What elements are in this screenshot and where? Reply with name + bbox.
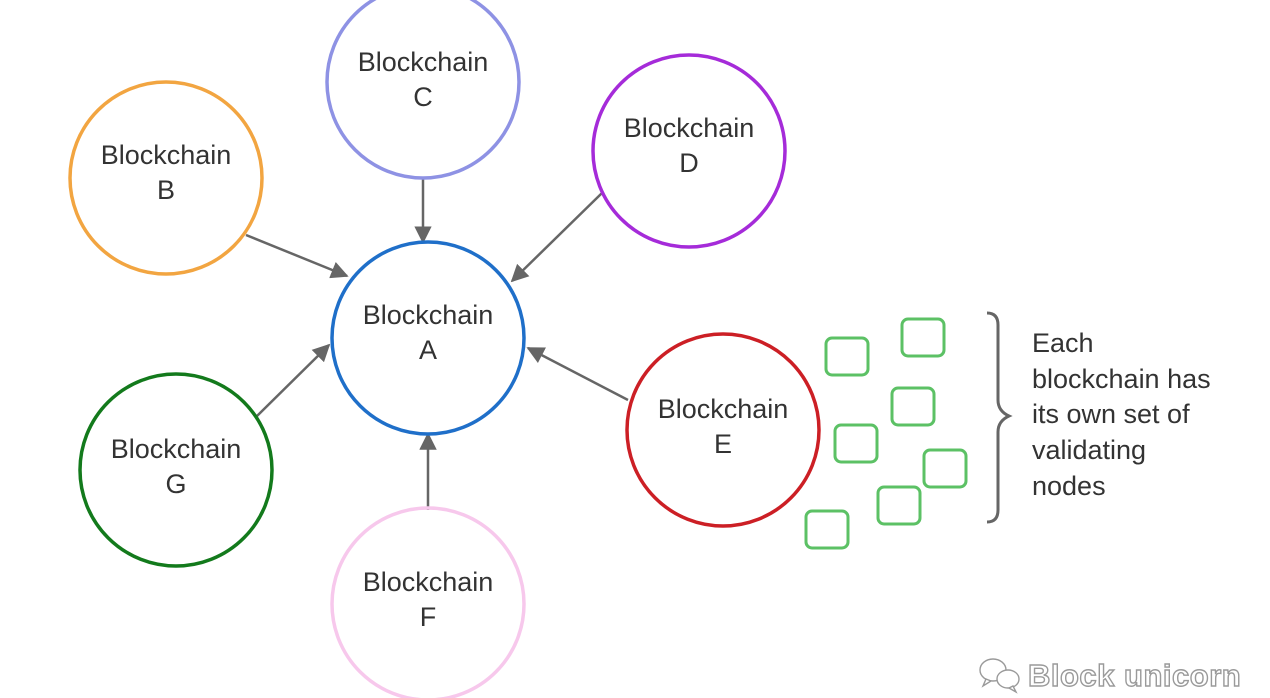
node-a-label-line1: Blockchain [363, 300, 494, 330]
watermark: Block unicorn [979, 657, 1241, 694]
node-c-label-line1: Blockchain [358, 47, 489, 77]
node-b-label-line1: Blockchain [101, 140, 232, 170]
nodes-group: Blockchain A Blockchain B Blockchain C B… [68, 0, 821, 698]
annotation-line-4: validating [1032, 435, 1146, 465]
node-d-label-line1: Blockchain [624, 113, 755, 143]
annotation-line-2: blockchain has [1032, 364, 1211, 394]
validator-node [890, 386, 936, 427]
node-blockchain-b[interactable]: Blockchain B [68, 80, 264, 276]
node-g-label-line1: Blockchain [111, 434, 242, 464]
node-e-label-line1: Blockchain [658, 394, 789, 424]
edge-g-to-a [256, 343, 331, 417]
validator-node [876, 485, 922, 526]
node-g-label-line2: G [165, 469, 186, 499]
validator-node [804, 509, 850, 550]
annotation-text: Each blockchain has its own set of valid… [1032, 328, 1211, 501]
node-b-circle [68, 80, 264, 276]
right-curly-brace [986, 311, 1013, 524]
node-e-label-line2: E [714, 429, 732, 459]
node-f-label-line1: Blockchain [363, 567, 494, 597]
node-a-label-line2: A [419, 335, 437, 365]
node-f-circle [330, 506, 526, 698]
edges-group [245, 178, 629, 510]
node-b-label-line2: B [157, 175, 175, 205]
node-d-label-line2: D [679, 148, 699, 178]
node-d-circle [591, 53, 787, 249]
node-blockchain-f[interactable]: Blockchain F [330, 506, 526, 698]
node-g-circle [78, 372, 274, 568]
node-blockchain-g[interactable]: Blockchain G [78, 372, 274, 568]
node-blockchain-c[interactable]: Blockchain C [325, 0, 521, 180]
validator-nodes-group [804, 317, 968, 550]
edge-d-to-a [510, 192, 603, 283]
annotation-line-5: nodes [1032, 471, 1106, 501]
annotation-line-3: its own set of [1032, 399, 1190, 429]
node-f-label-line2: F [420, 602, 437, 632]
node-blockchain-d[interactable]: Blockchain D [591, 53, 787, 249]
edge-e-to-a [526, 346, 629, 402]
node-e-circle [625, 332, 821, 528]
validator-node [922, 448, 968, 489]
node-blockchain-a[interactable]: Blockchain A [330, 240, 526, 436]
node-c-circle [325, 0, 521, 180]
watermark-text: Block unicorn [1028, 658, 1241, 693]
validator-node [824, 336, 870, 377]
node-a-circle [330, 240, 526, 436]
validator-node [833, 423, 879, 464]
validator-node [900, 317, 946, 358]
edge-b-to-a [245, 233, 349, 279]
wechat-icon [979, 658, 1020, 694]
annotation-line-1: Each [1032, 328, 1094, 358]
node-c-label-line2: C [413, 82, 433, 112]
node-blockchain-e[interactable]: Blockchain E [625, 332, 821, 528]
